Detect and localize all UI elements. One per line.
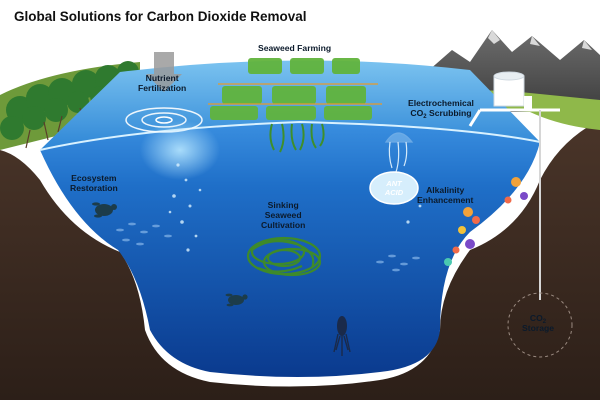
squid-icon [333, 316, 351, 356]
coral-reef [444, 177, 528, 266]
ecosystem-line1: Ecosystem [71, 173, 117, 183]
label-ecosystem-restoration: Ecosystem Restoration [70, 173, 118, 194]
tablet-text-line2: ACID [384, 188, 404, 197]
co2-storage-circle [507, 292, 573, 358]
storage-line2: Storage [522, 322, 554, 333]
label-sinking-seaweed-cultivation: Sinking Seaweed Cultivation [261, 200, 306, 231]
sinking-line3: Cultivation [261, 219, 306, 230]
nutrient-line1: Nutrient [145, 73, 179, 83]
fish-school-right [376, 254, 420, 272]
sinking-line2: Seaweed [264, 209, 302, 220]
label-co2-storage: CO2 Storage [522, 313, 554, 334]
antacid-tablet: ANT ACID [369, 171, 419, 205]
label-alkalinity-enhancement: Alkalinity Enhancement [417, 185, 474, 206]
storage-line1: CO2 [529, 313, 547, 325]
seafloor-soil [0, 120, 600, 400]
jellyfish-icon [384, 132, 414, 173]
diagram-title: Global Solutions for Carbon Dioxide Remo… [14, 9, 307, 24]
turtle-icon [92, 202, 117, 218]
hanging-seaweed [269, 123, 325, 153]
label-electrochemical-scrubbing: Electrochemical CO2 Scrubbing [408, 98, 474, 120]
turtle-icon-2 [225, 293, 248, 307]
electro-line2: CO2 Scrubbing [410, 107, 472, 120]
nutrient-line2: Fertilization [138, 82, 187, 93]
fish-school-left [116, 222, 172, 246]
tablet-text-line1: ANT [385, 179, 403, 188]
sinking-seaweed-cluster [246, 236, 322, 277]
label-nutrient-fertilization: Nutrient Fertilization [138, 73, 187, 94]
seaweed-farm-grid [210, 58, 372, 120]
electrochemical-facility [468, 71, 560, 300]
seaweed-farming-text: Seaweed Farming [258, 43, 332, 53]
alkalinity-line1: Alkalinity [426, 185, 465, 195]
label-seaweed-farming: Seaweed Farming [258, 43, 332, 54]
ecosystem-line2: Restoration [70, 182, 118, 193]
alkalinity-line2: Enhancement [417, 194, 474, 205]
electro-line1: Electrochemical [408, 98, 474, 108]
sinking-line1: Sinking [267, 200, 299, 210]
